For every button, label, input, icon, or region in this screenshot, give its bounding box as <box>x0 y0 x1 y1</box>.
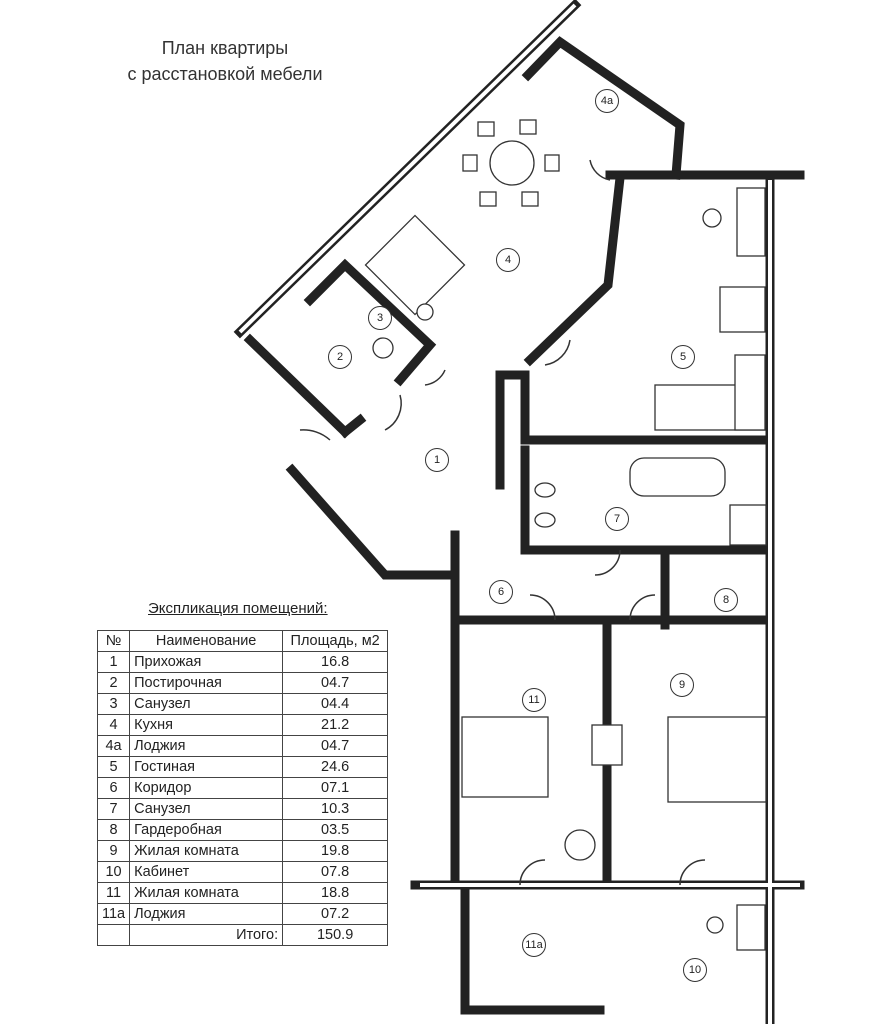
room-label-2: 2 <box>328 345 352 369</box>
room-name: Гостиная <box>129 756 284 778</box>
room-number: 1 <box>96 651 131 673</box>
room-number: 9 <box>96 840 131 862</box>
room-name: Постирочная <box>129 672 284 694</box>
empty-cell <box>96 924 131 946</box>
doors <box>299 159 706 886</box>
room-label-1: 1 <box>425 448 449 472</box>
room-number: 11 <box>96 882 131 904</box>
room-area: 04.7 <box>282 735 389 757</box>
desk <box>736 187 766 257</box>
armchair <box>719 286 766 333</box>
room-area: 16.8 <box>282 651 389 673</box>
room-label-5: 5 <box>671 345 695 369</box>
explication-title: Экспликация помещений: <box>148 600 328 617</box>
room-number: 3 <box>96 693 131 715</box>
room-number: 5 <box>96 756 131 778</box>
room-name: Коридор <box>129 777 284 799</box>
header-area: Площадь, м2 <box>282 630 389 652</box>
room-label-4a: 4а <box>595 89 619 113</box>
room-number: 10 <box>96 861 131 883</box>
room-number: 4 <box>96 714 131 736</box>
room-name: Лоджия <box>129 903 284 925</box>
bathtub <box>629 457 726 497</box>
room-name: Жилая комната <box>129 882 284 904</box>
room-label-11a: 11а <box>522 933 546 957</box>
room-name: Лоджия <box>129 735 284 757</box>
room-area: 18.8 <box>282 882 389 904</box>
room-number: 2 <box>96 672 131 694</box>
total-label: Итого: <box>129 924 284 946</box>
plan-title: План квартиры <box>161 38 289 58</box>
room-label-3: 3 <box>368 306 392 330</box>
desk-study <box>736 904 766 951</box>
header-number: № <box>96 630 131 652</box>
walls <box>233 0 805 1024</box>
room-area: 24.6 <box>282 756 389 778</box>
room-area: 03.5 <box>282 819 389 841</box>
room-label-7: 7 <box>605 507 629 531</box>
room-area: 07.8 <box>282 861 389 883</box>
room-number: 7 <box>96 798 131 820</box>
room-area: 04.4 <box>282 693 389 715</box>
furniture <box>364 119 767 951</box>
room-area: 07.2 <box>282 903 389 925</box>
room-name: Жилая комната <box>129 840 284 862</box>
room-area: 04.7 <box>282 672 389 694</box>
room-name: Санузел <box>129 693 284 715</box>
room-name: Кухня <box>129 714 284 736</box>
dining-table <box>489 140 535 186</box>
room-name: Санузел <box>129 798 284 820</box>
room-number: 6 <box>96 777 131 799</box>
bed-room-9 <box>667 716 767 803</box>
total-row: Итого:150.9 <box>96 924 389 946</box>
header-name: Наименование <box>129 630 284 652</box>
room-number: 11а <box>96 903 131 925</box>
room-area: 07.1 <box>282 777 389 799</box>
room-label-9: 9 <box>670 673 694 697</box>
room-area: 19.8 <box>282 840 389 862</box>
bed-room-11 <box>461 716 549 798</box>
room-number: 8 <box>96 819 131 841</box>
room-number: 4а <box>96 735 131 757</box>
table-header-row: № Наименование Площадь, м2 <box>96 630 389 652</box>
room-label-11: 11 <box>522 688 546 712</box>
room-label-10: 10 <box>683 958 707 982</box>
room-area: 10.3 <box>282 798 389 820</box>
shower <box>729 504 767 546</box>
plan-subtitle: с расстановкой мебели <box>127 64 323 84</box>
total-value: 150.9 <box>282 924 389 946</box>
room-area: 21.2 <box>282 714 389 736</box>
room-label-8: 8 <box>714 588 738 612</box>
room-name: Гардеробная <box>129 819 284 841</box>
room-name: Прихожая <box>129 651 284 673</box>
room-label-6: 6 <box>489 580 513 604</box>
room-label-4: 4 <box>496 248 520 272</box>
room-name: Кабинет <box>129 861 284 883</box>
